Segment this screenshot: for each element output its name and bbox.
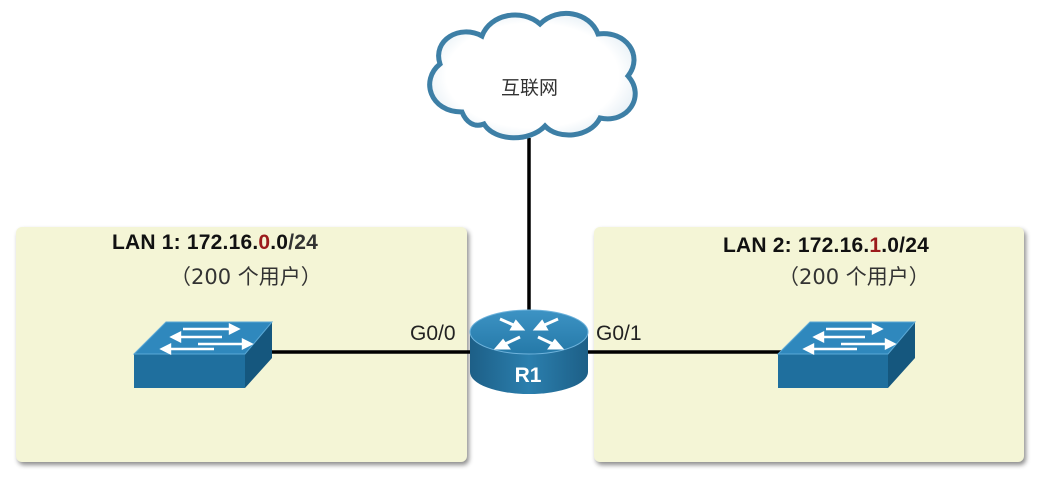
lan-1-title-suffix: /24 (288, 231, 318, 254)
port-label-g0-1: G0/1 (596, 322, 642, 345)
lan-2-users: （200 个用户） (778, 265, 930, 289)
switch-icon (132, 321, 274, 388)
lan-1-users: （200 个用户） (170, 265, 322, 289)
router-label: R1 (514, 364, 542, 387)
lan-2-title-middle: .0/24 (881, 234, 929, 257)
lan-1-title-prefix: LAN 1: 172.16. (112, 231, 259, 254)
router-icon (469, 309, 589, 394)
switch-icon (776, 321, 917, 388)
lan-1-title-highlight: 0 (258, 231, 271, 254)
cloud-label: 互联网 (501, 77, 559, 99)
port-label-g0-0: G0/0 (410, 322, 456, 345)
cloud-icon (427, 10, 638, 141)
lan-1-title-middle: .0 (270, 231, 289, 254)
lan-2-title-prefix: LAN 2: 172.16. (723, 234, 870, 257)
lan-1-title: LAN 1: 172.16.0.0/24 (112, 231, 318, 255)
lan-2-title-highlight: 1 (869, 234, 882, 257)
lan-2-title: LAN 2: 172.16.1.0/24 (723, 234, 929, 258)
